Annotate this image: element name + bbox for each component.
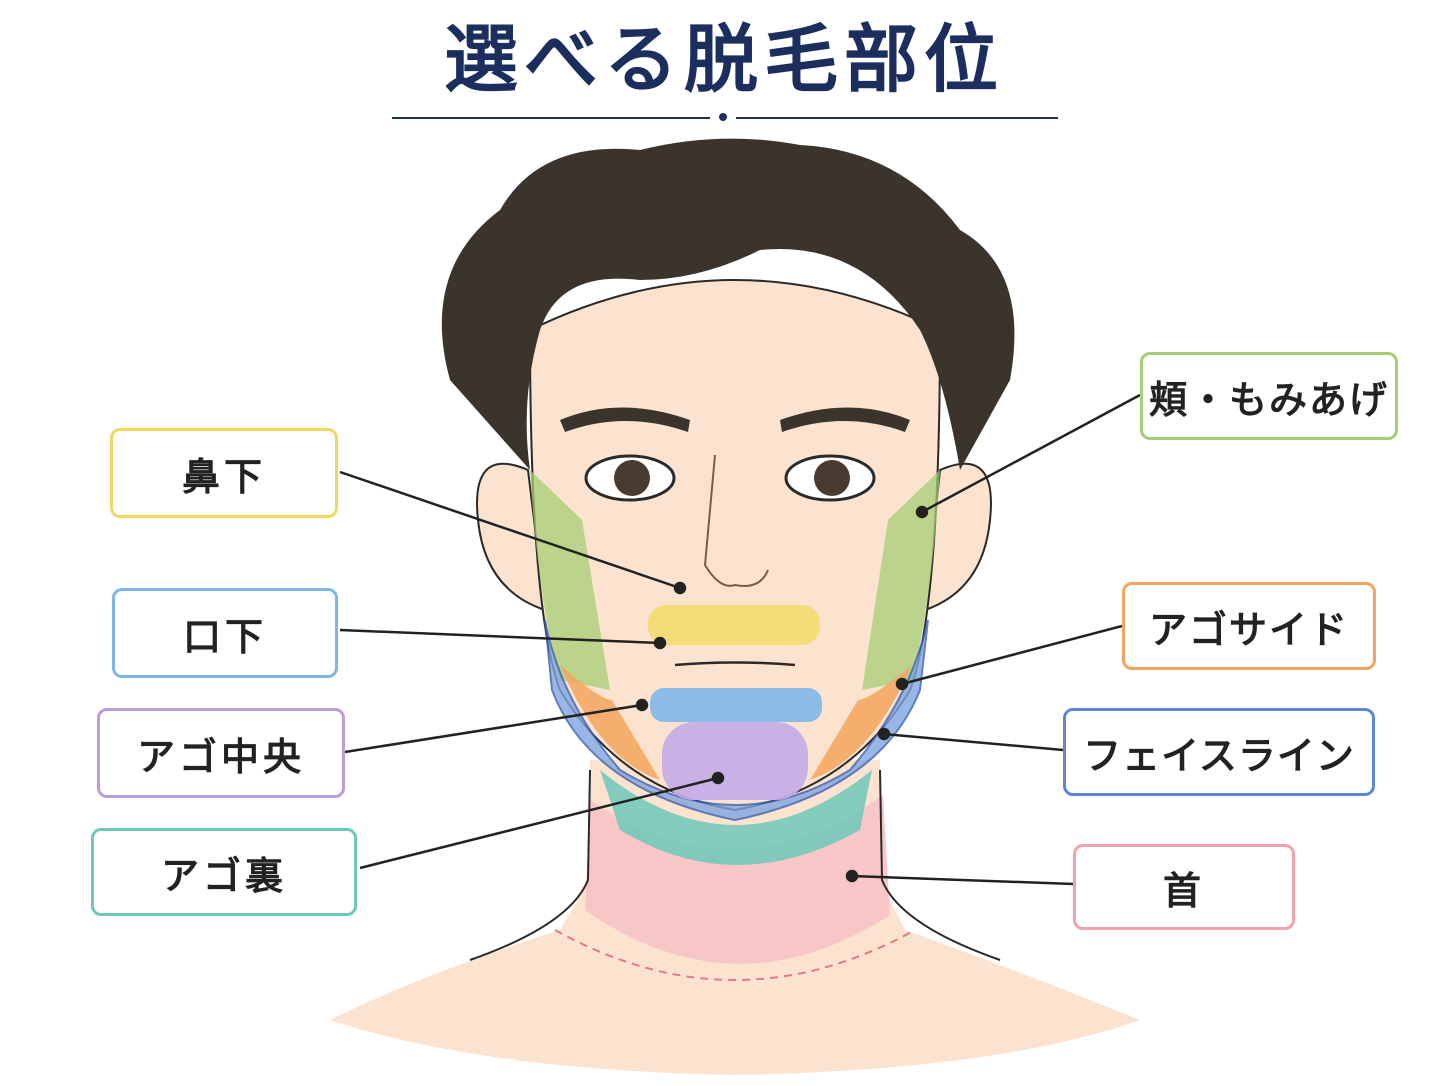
- mouth: [674, 661, 796, 667]
- label-hanashita: 鼻下: [110, 428, 338, 518]
- eyebrow-left: [560, 407, 690, 432]
- title-underline-left: [392, 117, 710, 119]
- leader-hoho: [921, 393, 1141, 514]
- region-kuchishita: [650, 688, 822, 722]
- leader-kuchishita: [339, 628, 661, 645]
- region-ago-side-right: [810, 665, 912, 780]
- region-hanashita: [648, 605, 820, 645]
- region-ago-chuou: [662, 722, 808, 800]
- eyebrow-right: [780, 407, 910, 432]
- leader-lines: [339, 393, 1141, 886]
- label-hoho-momiage: 頬・もみあげ: [1140, 352, 1398, 440]
- neck-outline-left: [469, 769, 591, 961]
- title-underline-dot: [719, 113, 727, 121]
- leader-ago-ura: [359, 776, 719, 870]
- leader-kubi: [851, 874, 1074, 886]
- shoulders: [330, 880, 1140, 1075]
- region-ago-ura: [600, 770, 872, 865]
- label-ago-chuou: アゴ中央: [97, 708, 345, 798]
- iris-right: [814, 460, 850, 496]
- neck-dashed-line: [554, 929, 916, 981]
- region-hoho-left: [530, 470, 610, 690]
- leader-face-line: [883, 732, 1064, 752]
- leader-ago-chuou: [344, 703, 643, 754]
- hair: [441, 138, 1015, 471]
- label-ago-ura: アゴ裏: [91, 828, 357, 916]
- title-underline-right: [736, 117, 1058, 119]
- title-area: 選べる脱毛部位: [0, 10, 1448, 110]
- region-ago-side-left: [560, 665, 660, 780]
- region-hoho-right: [862, 470, 940, 690]
- label-kubi: 首: [1073, 844, 1295, 930]
- leader-hanashita: [339, 470, 681, 590]
- page-title: 選べる脱毛部位: [444, 17, 1004, 103]
- label-ago-side: アゴサイド: [1122, 582, 1376, 670]
- leader-ago-side: [901, 624, 1123, 686]
- title-underline: [392, 113, 1058, 121]
- iris-left: [614, 460, 650, 496]
- label-kuchishita: 口下: [112, 588, 338, 678]
- label-face-line: フェイスライン: [1063, 708, 1375, 796]
- nose: [703, 454, 769, 587]
- neck-outline-right: [879, 769, 1001, 961]
